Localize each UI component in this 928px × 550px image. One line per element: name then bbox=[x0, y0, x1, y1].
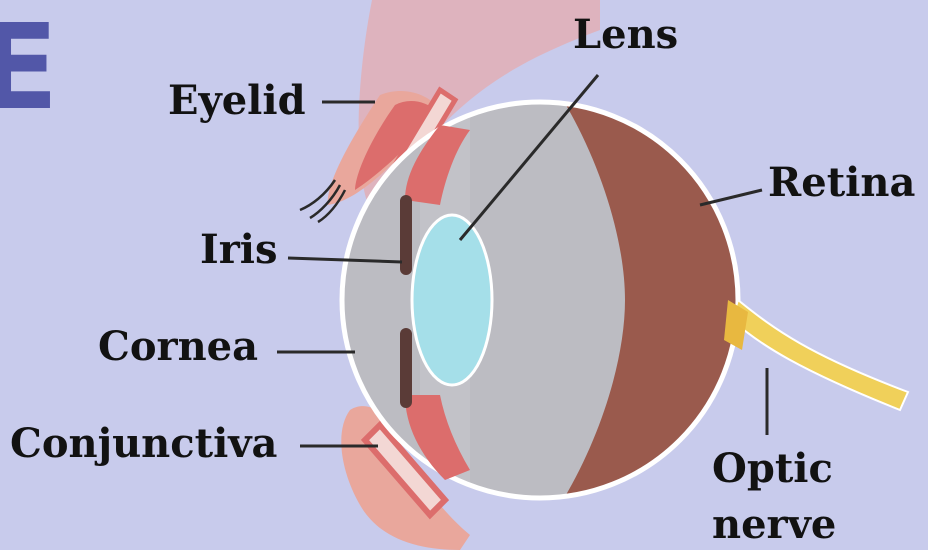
label-retina: Retina bbox=[768, 159, 915, 206]
label-lens: Lens bbox=[573, 11, 678, 58]
label-cornea: Cornea bbox=[98, 323, 258, 370]
label-conjunctiva: Conjunctiva bbox=[10, 420, 277, 467]
iris-lower bbox=[400, 328, 412, 408]
heading-fragment: E bbox=[0, 0, 59, 136]
lens bbox=[412, 215, 492, 385]
label-eyelid: Eyelid bbox=[168, 77, 306, 124]
label-optic-nerve-line1: Optic bbox=[712, 445, 833, 492]
label-optic-nerve-line2: nerve bbox=[712, 501, 836, 548]
label-iris: Iris bbox=[200, 226, 278, 273]
